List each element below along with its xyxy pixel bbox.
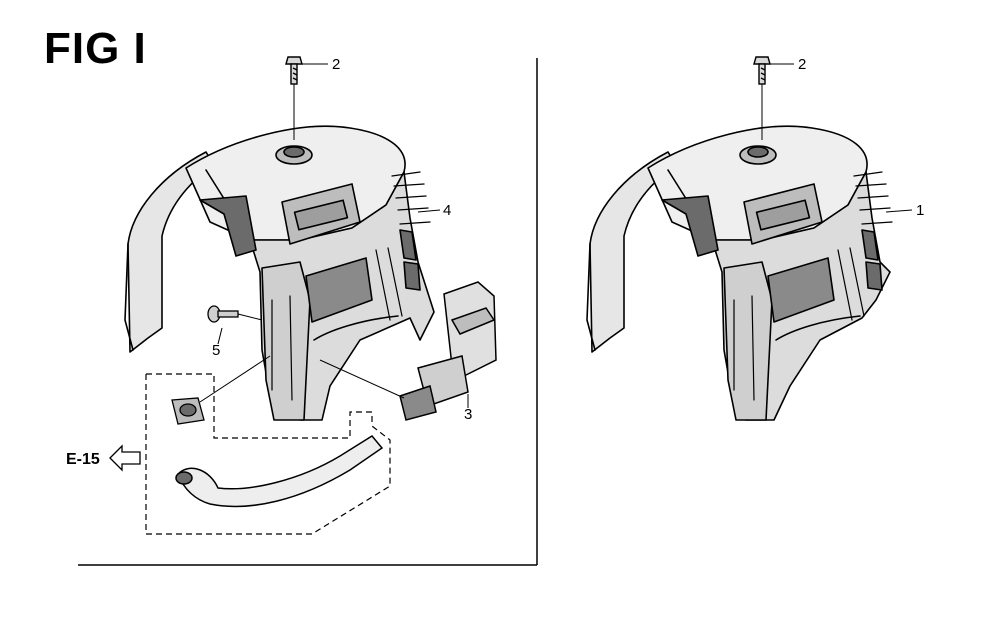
reference-label: E-15 — [66, 451, 100, 468]
assembly-dashed-outline — [145, 373, 391, 535]
callout-air-cleaner: 3 — [464, 406, 473, 423]
fuel-hose — [175, 435, 384, 508]
callout-leaders-left — [217, 209, 469, 408]
callout-bolt-left: 2 — [332, 56, 341, 73]
exploded-view-frame — [78, 58, 538, 566]
bolt-right — [753, 56, 794, 140]
engine-cover-left — [124, 125, 435, 421]
callout-screw: 5 — [212, 342, 221, 359]
engine-cover-right — [586, 125, 893, 421]
callout-leaders-right — [885, 209, 913, 213]
callout-cover-right: 1 — [916, 202, 925, 219]
figure-title: FIG I — [44, 24, 147, 73]
reference-arrow — [109, 444, 141, 472]
bolt-left — [285, 56, 328, 140]
screw — [207, 305, 263, 323]
callout-bolt-right: 2 — [798, 56, 807, 73]
grommet — [171, 355, 271, 425]
callout-cover-left: 4 — [443, 202, 452, 219]
air-cleaner-box — [319, 281, 497, 421]
